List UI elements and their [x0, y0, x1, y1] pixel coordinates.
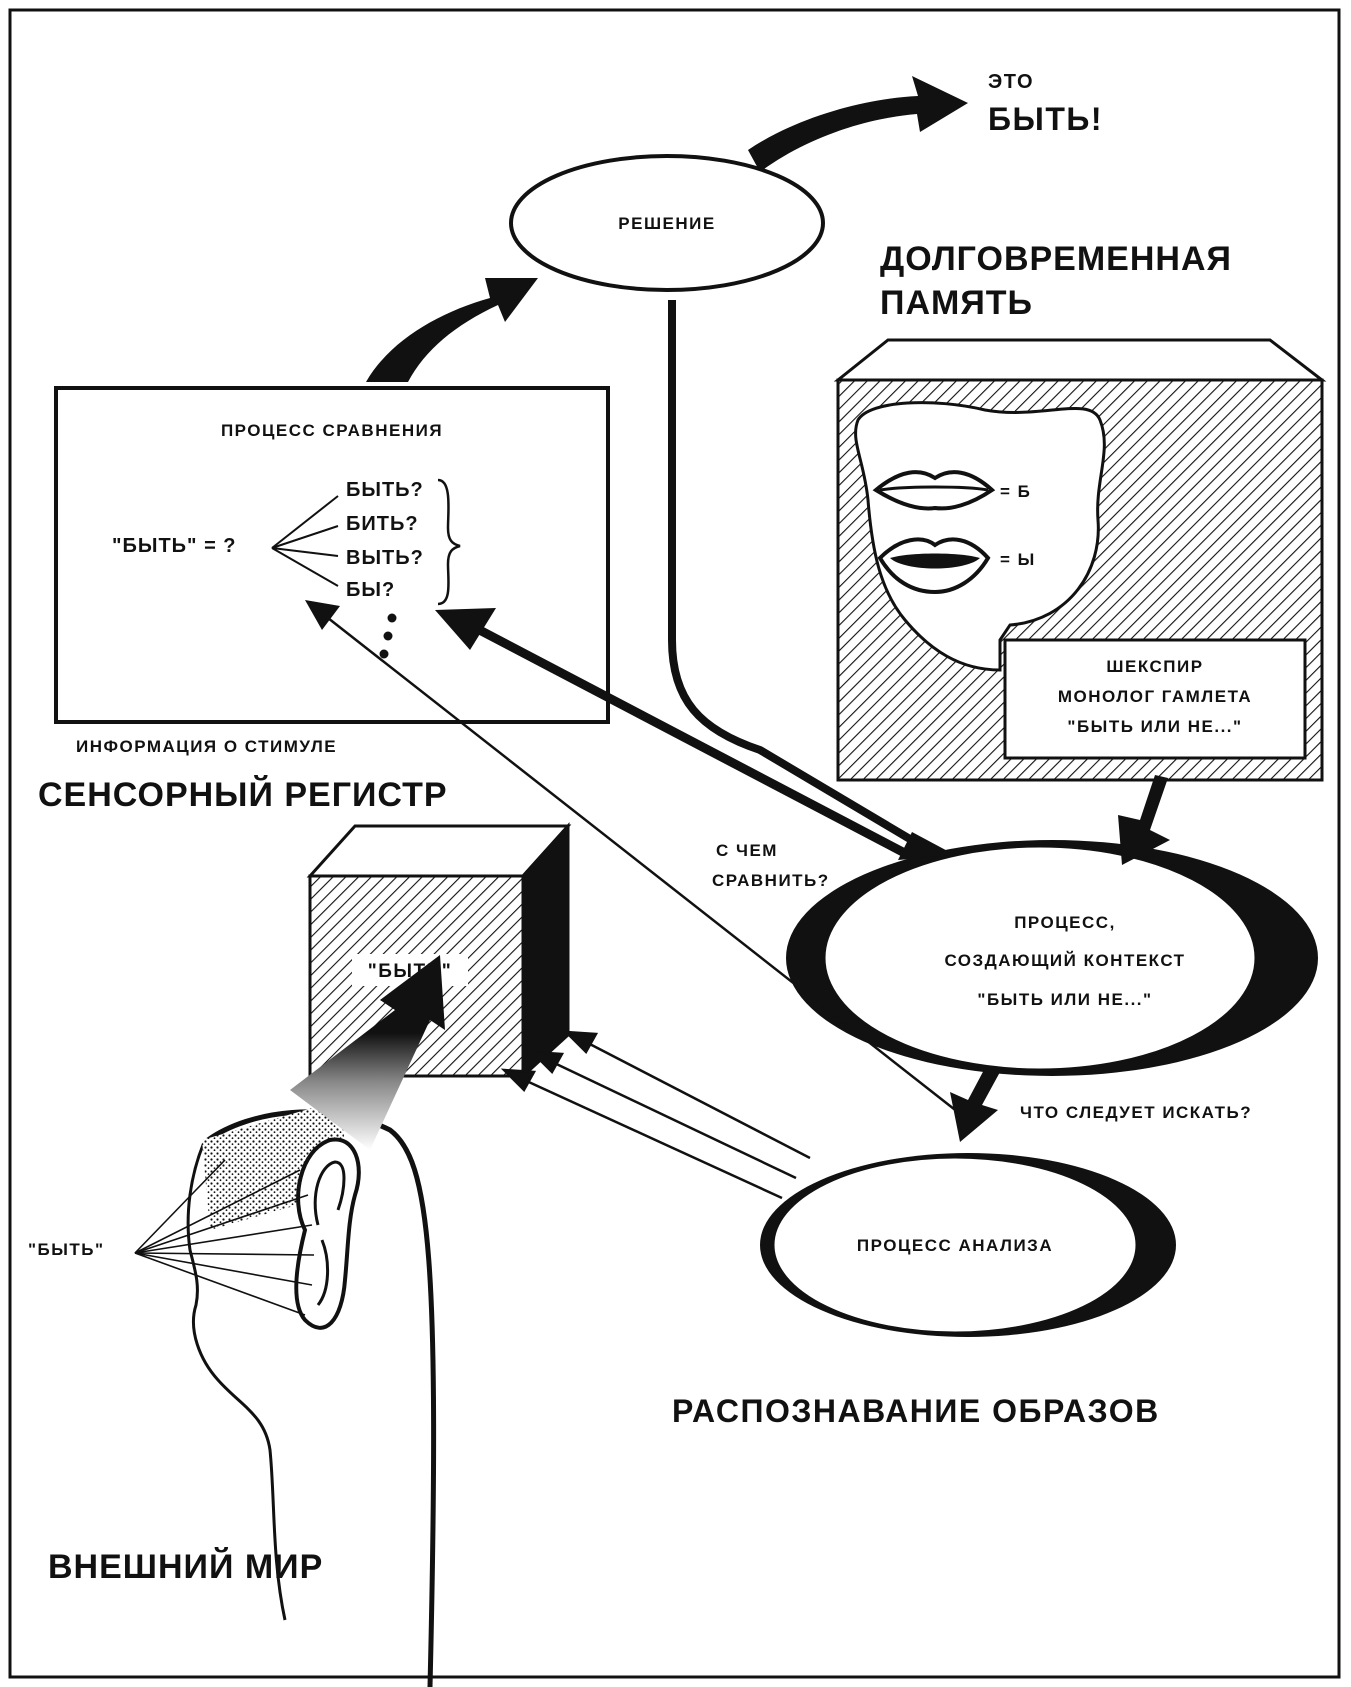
context-oval: [822, 844, 1258, 1072]
arrow-context-to-comparison-line: [467, 621, 921, 864]
lips-y-label: = Ы: [1000, 550, 1036, 569]
what-search-label: ЧТО СЛЕДУЕТ ИСКАТЬ?: [1020, 1103, 1252, 1122]
candidate-2: БИТЬ?: [346, 513, 419, 535]
face-silhouette: [854, 401, 1106, 672]
analysis-label: ПРОЦЕСС АНАЛИЗА: [857, 1236, 1053, 1255]
outer-frame: [8, 8, 1341, 1679]
spoken-word-label: "БЫТЬ": [28, 1240, 105, 1259]
decision-label: РЕШЕНИЕ: [618, 214, 715, 233]
closed-lips-icon: [872, 470, 996, 511]
candidate-4: БЫ?: [346, 579, 395, 601]
context-line-3: "БЫТЬ ИЛИ НЕ...": [977, 990, 1152, 1009]
lips-b-label: = Б: [1000, 482, 1031, 501]
pattern-recognition-title: РАСПОЗНАВАНИЕ ОБРАЗОВ: [672, 1393, 1160, 1429]
stimulus-info-label: ИНФОРМАЦИЯ О СТИМУЛЕ: [76, 737, 337, 756]
decision-feedback-line: [668, 300, 923, 849]
output-byt: БЫТЬ!: [988, 101, 1103, 137]
arrow-ltm-to-context: [1118, 775, 1170, 865]
outer-world-title: ВНЕШНИЙ МИР: [48, 1547, 323, 1586]
sensory-register-cube: [306, 822, 572, 1080]
shakespeare-line-3: "БЫТЬ ИЛИ НЕ...": [1067, 717, 1242, 736]
candidate-3: ВЫТЬ?: [346, 547, 424, 569]
ltm-title-2: ПАМЯТЬ: [880, 284, 1033, 322]
comparison-query: "БЫТЬ" = ?: [112, 535, 237, 557]
what-compare-1: С ЧЕМ: [716, 841, 778, 860]
shakespeare-box: [1003, 638, 1307, 760]
candidate-fan-lines: [271, 495, 339, 587]
arrow-context-to-comparison-head: [435, 608, 496, 650]
output-eto: ЭТО: [988, 71, 1034, 93]
ellipsis-dots: [379, 613, 397, 659]
analysis-to-cube-arrows: [500, 1030, 811, 1200]
ear-icon: [294, 1137, 361, 1330]
candidate-1: БЫТЬ?: [346, 479, 424, 501]
open-lips-icon: [877, 537, 991, 595]
sensory-register-title: СЕНСОРНЫЙ РЕГИСТР: [38, 775, 448, 814]
candidate-brace: [437, 478, 461, 606]
sound-rays: [134, 1159, 315, 1316]
shakespeare-line-2: МОНОЛОГ ГАМЛЕТА: [1058, 687, 1252, 706]
what-compare-2: СРАВНИТЬ?: [712, 871, 830, 890]
hearing-beam: [290, 955, 445, 1150]
context-line-1: ПРОЦЕСС,: [1014, 913, 1116, 932]
ltm-box: = Б = Ы ШЕКСПИР МОНОЛОГ ГАМЛЕТА "БЫТЬ ИЛ…: [833, 338, 1327, 782]
context-line-2: СОЗДАЮЩИЙ КОНТЕКСТ: [944, 951, 1185, 970]
analysis-oval: [771, 1155, 1139, 1335]
shakespeare-line-1: ШЕКСПИР: [1106, 657, 1203, 676]
comparison-title: ПРОЦЕСС СРАВНЕНИЯ: [221, 421, 443, 440]
arrow-to-output: [748, 76, 968, 172]
arrow-context-to-analysis: [950, 1068, 1000, 1142]
analysis-to-comparison-arrowhead: [305, 600, 340, 630]
arrow-compare-to-decision: [366, 278, 538, 382]
decision-oval: [509, 154, 825, 292]
ltm-title-1: ДОЛГОВРЕМЕННАЯ: [880, 240, 1232, 278]
analysis-to-comparison-line: [327, 617, 969, 1121]
